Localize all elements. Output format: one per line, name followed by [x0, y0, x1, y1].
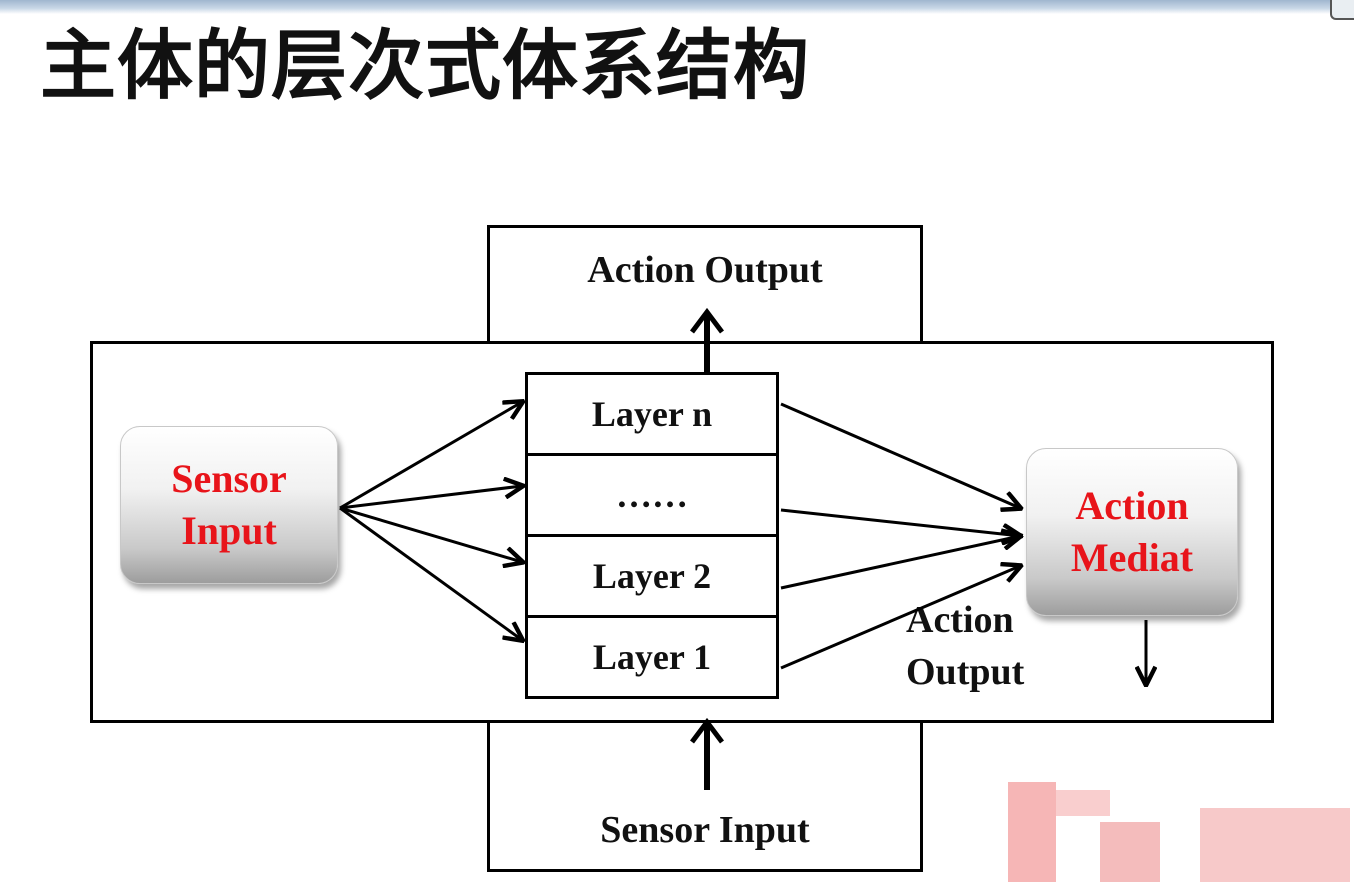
mediator-node-line-1: Action: [1075, 483, 1189, 528]
action-output-label: Action Output: [587, 249, 823, 291]
sensor-node-line-1: Sensor: [171, 456, 287, 501]
window-top-bar: [0, 0, 1354, 14]
arrow-sensor-to-layer-1: [339, 506, 522, 640]
layer-2: Layer 2: [525, 534, 779, 618]
action-mediator-node: Action Mediat: [1026, 448, 1238, 616]
arrow-head-sensor-input: [690, 717, 724, 744]
watermark-blur-1: [1008, 782, 1056, 882]
side-action-output-line-2: Output: [906, 651, 1025, 693]
arrow-layer-1-to-mediator: [780, 566, 1020, 670]
sensor-node-line-2: Input: [181, 508, 277, 553]
arrow-layer-2-to-mediator: [780, 536, 1020, 590]
window-corner-tab[interactable]: [1330, 0, 1354, 20]
arrow-sensor-to-ellipsis: [339, 486, 522, 510]
arrow-sensor-to-layer-2: [339, 506, 522, 562]
layer-1: Layer 1: [525, 615, 779, 699]
watermark-blur-4: [1200, 808, 1350, 882]
sensor-input-label: Sensor Input: [600, 809, 810, 851]
arrow-sensor-to-layer-n: [339, 402, 522, 510]
layer-ellipsis: ……: [525, 453, 779, 537]
mediator-node-line-2: Mediat: [1070, 535, 1194, 580]
sensor-input-node: Sensor Input: [120, 426, 338, 584]
watermark-blur-3: [1100, 822, 1160, 882]
arrow-layer-n-to-mediator: [780, 402, 1020, 508]
arrow-head-action-output: [690, 307, 724, 334]
slide-title: 主体的层次式体系结构: [40, 21, 810, 110]
arrow-ellipsis-to-mediator: [780, 508, 1020, 536]
watermark-blur-2: [1056, 790, 1110, 816]
